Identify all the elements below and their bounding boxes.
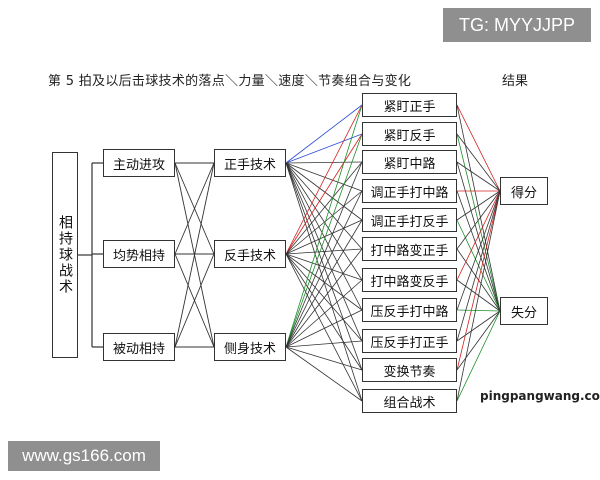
- watermark-top: TG: MYYJJPP: [443, 8, 591, 42]
- tech-tactic-line-3-3: [285, 161, 363, 348]
- tactic-result-line-11-2: [456, 310, 501, 402]
- tech-tactic-line-1-5: [285, 162, 363, 221]
- tech-tactic-line-2-8: [285, 253, 363, 311]
- tech-tactic-line-1-2: [285, 133, 363, 164]
- tactic-box-8: 压反手打中路: [362, 298, 457, 322]
- result-box-score: 得分: [500, 177, 548, 205]
- sit-tech-line-3-2: [174, 253, 215, 348]
- tech-tactic-line-3-7: [285, 279, 363, 348]
- tactic-box-9: 压反手打正手: [362, 329, 457, 353]
- situation-box-2: 均势相持: [103, 240, 175, 268]
- tech-tactic-line-3-9: [285, 340, 363, 348]
- tactic-box-2: 紧盯反手: [362, 122, 457, 146]
- technique-box-2: 反手技术: [214, 240, 286, 268]
- technique-box-1: 正手技术: [214, 149, 286, 177]
- diagram-title: 第 5 拍及以后击球技术的落点＼力量＼速度＼节奏组合与变化: [48, 74, 412, 89]
- situation-box-1: 主动进攻: [103, 149, 175, 177]
- tech-tactic-line-3-8: [285, 309, 363, 348]
- tactic-box-3: 紧盯中路: [362, 150, 457, 174]
- tech-tactic-line-2-4: [285, 190, 363, 255]
- tech-tactic-line-3-5: [285, 219, 363, 348]
- tactic-box-4: 调正手打中路: [362, 179, 457, 203]
- tech-tactic-line-2-1: [285, 104, 363, 255]
- tactic-result-line-8-1: [456, 190, 501, 311]
- tech-tactic-line-1-8: [285, 162, 363, 311]
- site-credit: pingpangwang.com: [480, 389, 600, 403]
- situation-box-3: 被动相持: [103, 333, 175, 361]
- tech-tactic-line-2-6: [285, 248, 363, 255]
- tech-tactic-line-1-3: [285, 161, 363, 164]
- tactic-result-line-5-1: [456, 190, 501, 221]
- tech-tactic-line-3-6: [285, 248, 363, 348]
- tactic-result-line-3-2: [456, 161, 501, 312]
- tactic-result-line-2-2: [456, 133, 501, 312]
- tactic-result-line-10-1: [456, 190, 501, 371]
- tactic-box-6: 打中路变正手: [362, 237, 457, 261]
- tactic-box-5: 调正手打反手: [362, 208, 457, 232]
- tactic-result-line-11-1: [456, 190, 501, 402]
- tactic-result-line-9-2: [456, 310, 501, 342]
- tech-tactic-line-3-4: [285, 190, 363, 348]
- tactic-result-line-3-1: [456, 161, 501, 192]
- tactic-result-line-9-1: [456, 190, 501, 342]
- tech-tactic-line-1-9: [285, 162, 363, 342]
- tech-tactic-line-3-1: [285, 104, 363, 348]
- tactic-result-line-10-2: [456, 310, 501, 371]
- tactic-box-1: 紧盯正手: [362, 93, 457, 117]
- tactic-result-line-6-1: [456, 190, 501, 250]
- tech-tactic-line-2-11: [285, 253, 363, 402]
- tech-tactic-line-3-11: [285, 346, 363, 402]
- result-box-lose: 失分: [500, 297, 548, 325]
- tech-tactic-line-2-3: [285, 161, 363, 255]
- tech-tactic-line-2-7: [285, 253, 363, 281]
- sit-tech-line-2-1: [174, 162, 215, 255]
- tactic-box-7: 打中路变反手: [362, 268, 457, 292]
- tactic-result-line-1-1: [456, 104, 501, 192]
- technique-box-3: 侧身技术: [214, 333, 286, 361]
- tactic-box-11: 组合战术: [362, 389, 457, 413]
- tactic-result-line-2-1: [456, 133, 501, 192]
- tech-tactic-line-1-7: [285, 162, 363, 281]
- watermark-bottom: www.gs166.com: [8, 441, 160, 471]
- tech-tactic-line-3-2: [285, 133, 363, 348]
- tech-tactic-line-1-6: [285, 162, 363, 250]
- tech-tactic-line-1-4: [285, 162, 363, 192]
- tech-tactic-line-3-10: [285, 346, 363, 371]
- tech-tactic-line-1-10: [285, 162, 363, 371]
- root-box: 相持球战术: [52, 152, 78, 358]
- tactic-result-line-8-2: [456, 309, 501, 312]
- tactic-box-10: 变换节奏: [362, 358, 457, 382]
- result-heading: 结果: [502, 74, 529, 89]
- tech-tactic-line-1-1: [285, 104, 363, 164]
- tactic-result-line-1-2: [456, 104, 501, 312]
- tactic-result-line-7-1: [456, 190, 501, 281]
- tech-tactic-line-2-2: [285, 133, 363, 255]
- tech-tactic-line-2-5: [285, 219, 363, 255]
- sit-tech-line-3-1: [174, 162, 215, 348]
- tech-tactic-line-2-10: [285, 253, 363, 371]
